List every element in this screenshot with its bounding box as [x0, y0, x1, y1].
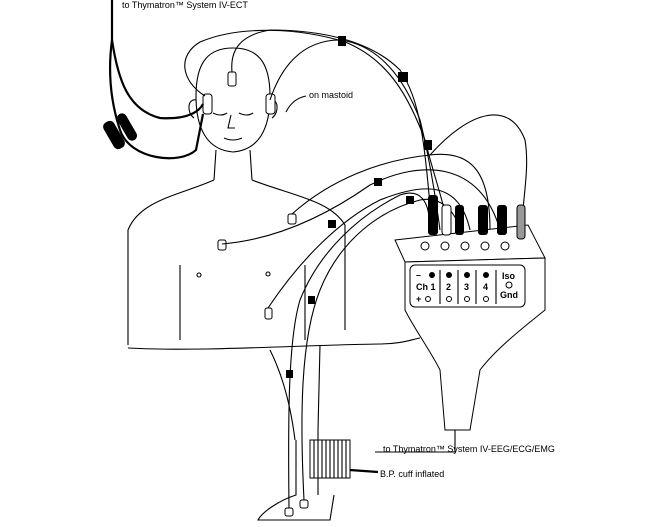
bp-cuff: [309, 439, 379, 479]
mastoid-label: on mastoid: [309, 90, 354, 100]
eeg-cable-label: to Thymatron™ System IV-EEG/ECG/EMG: [383, 444, 555, 454]
ch3-label: 3: [464, 282, 469, 292]
electrodes: [202, 71, 309, 517]
ch4-label: 4: [483, 282, 488, 292]
iso-label: Iso: [502, 271, 516, 281]
bp-cuff-label: B.P. cuff inflated: [380, 469, 445, 479]
patient-torso: [127, 179, 421, 521]
junction-box: – Ch 1 + 2 3 4 Iso Gnd: [375, 195, 546, 453]
ect-cable-label: to Thymatron™ System IV-ECT: [122, 0, 248, 10]
ch1-minus-label: –: [416, 270, 421, 280]
ch1-plus-label: +: [416, 294, 421, 304]
gnd-label: Gnd: [500, 290, 518, 300]
electrode-cables: [103, 0, 528, 509]
mastoid-pointer: [285, 95, 307, 113]
connector-plugs: [420, 195, 526, 251]
ch1-label: Ch 1: [416, 282, 436, 292]
ch2-label: 2: [446, 282, 451, 292]
